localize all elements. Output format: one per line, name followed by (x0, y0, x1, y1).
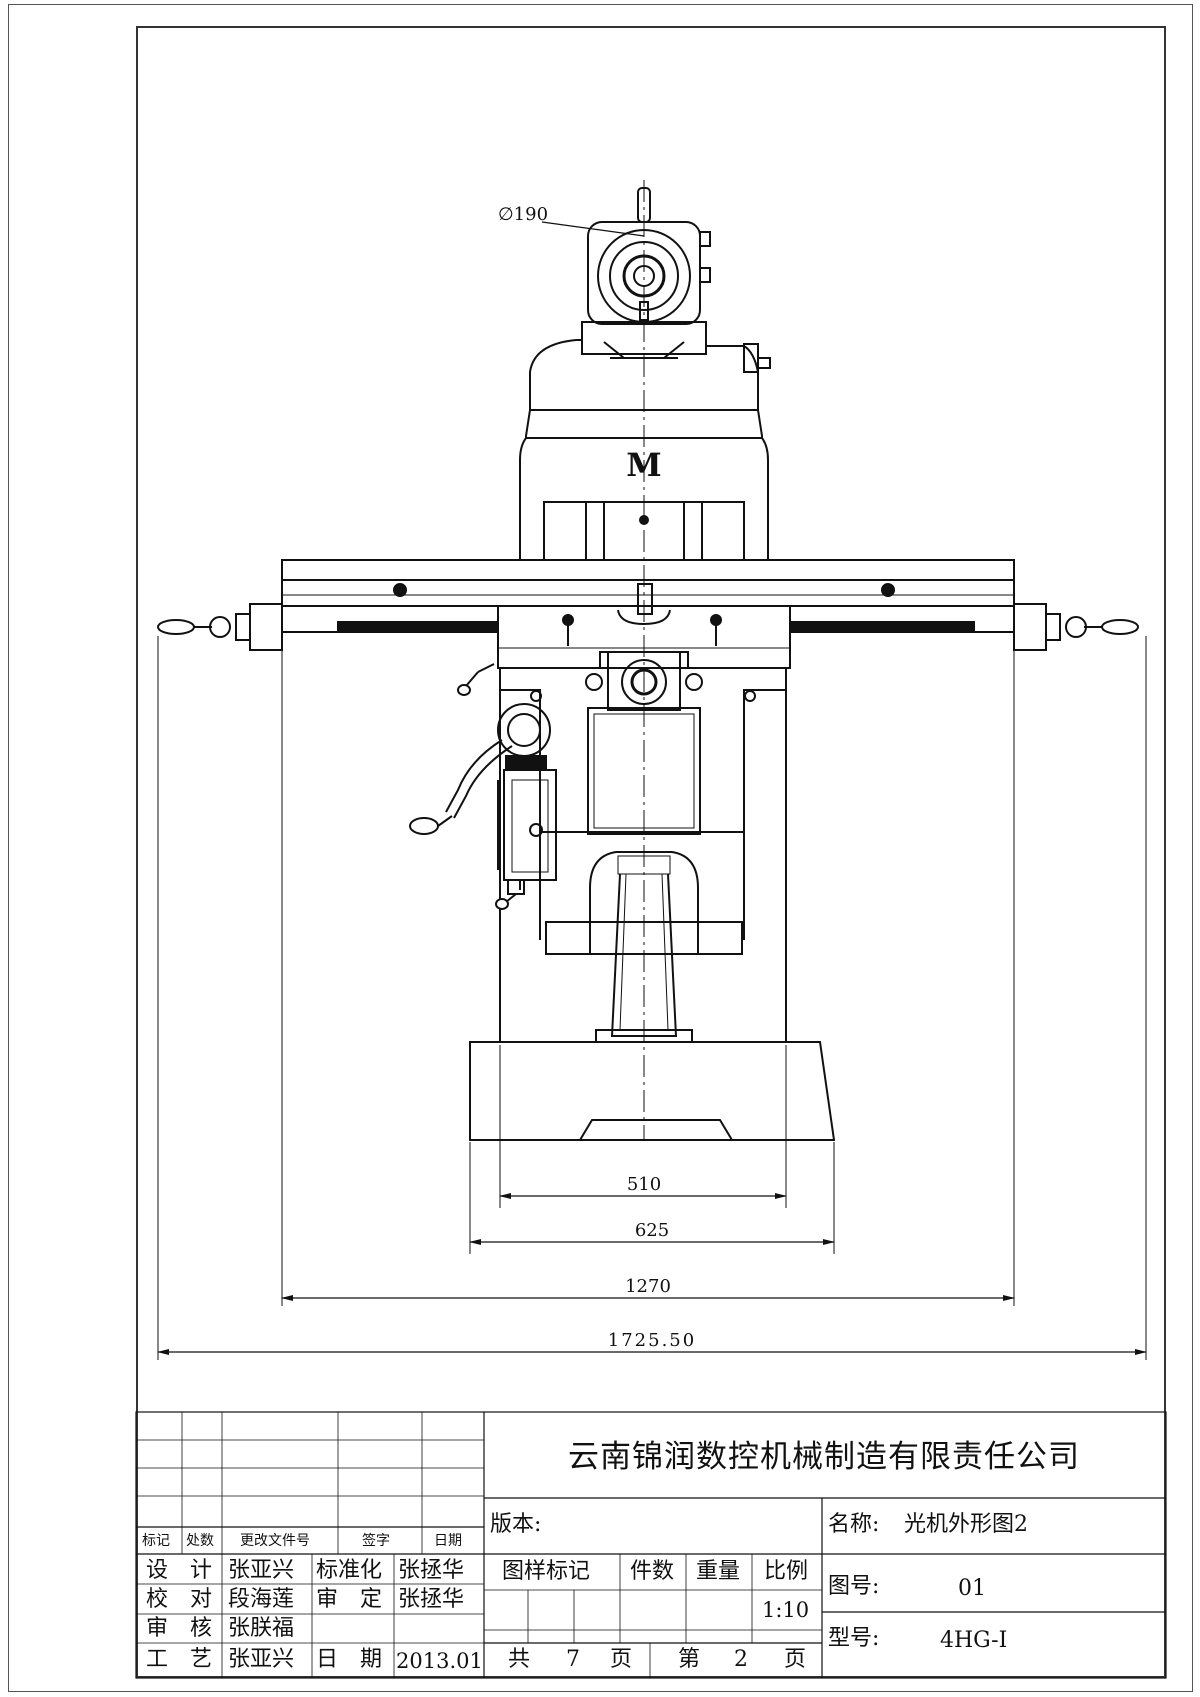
ram (525, 339, 771, 439)
dim-1270: 1270 (625, 1276, 671, 1297)
model-value: 4HG-I (940, 1628, 1008, 1653)
page-unit-2: 页 (784, 1647, 807, 1672)
rev-header-count: 处数 (186, 1533, 214, 1549)
version-label: 版本: (490, 1512, 542, 1537)
diameter-leader (541, 221, 645, 237)
right-handwheel (1013, 603, 1139, 651)
value-date: 2013.01 (396, 1649, 483, 1673)
outer-border (8, 4, 1193, 1692)
spindle-head (581, 187, 711, 359)
total-pages: 7 (566, 1647, 580, 1672)
header-scale: 比例 (764, 1559, 809, 1584)
rev-header-mark: 标记 (142, 1533, 170, 1549)
left-handwheel (157, 603, 283, 651)
scale-value: 1:10 (762, 1598, 810, 1622)
role-date: 日 期 (316, 1647, 383, 1672)
dimension-lines (157, 1193, 1147, 1355)
name-design: 张亚兴 (228, 1558, 295, 1583)
title-block-grid (135, 1411, 1167, 1679)
company-name: 云南锦润数控机械制造有限责任公司 (568, 1439, 1080, 1475)
dim-diameter: ∅190 (498, 204, 548, 225)
extension-lines (157, 635, 1147, 1360)
knee (499, 651, 787, 835)
name-approve: 张拯华 (398, 1587, 465, 1612)
current-label: 第 (678, 1647, 701, 1672)
dim-510: 510 (627, 1174, 661, 1195)
name-process: 张亚兴 (228, 1647, 295, 1672)
name-review: 张朕福 (228, 1616, 295, 1641)
saddle (497, 605, 791, 669)
role-check: 校 对 (146, 1587, 213, 1612)
header-quantity: 件数 (630, 1559, 675, 1584)
role-process: 工 艺 (146, 1647, 213, 1672)
model-label: 型号: (828, 1626, 880, 1651)
rev-header-sign: 签字 (362, 1533, 390, 1549)
logo-mark: M (626, 446, 661, 484)
header-weight: 重量 (696, 1559, 741, 1584)
knee-crank (409, 703, 557, 910)
drawing-no-value: 01 (958, 1576, 986, 1601)
name-value: 光机外形图2 (904, 1512, 1028, 1537)
inner-border (136, 26, 1166, 1678)
role-standard: 标准化 (316, 1558, 383, 1583)
dim-625: 625 (635, 1220, 669, 1241)
drawing-no-label: 图号: (828, 1574, 880, 1599)
role-approve: 审 定 (316, 1587, 383, 1612)
page-unit: 页 (610, 1647, 633, 1672)
rev-header-date: 日期 (434, 1533, 462, 1549)
role-review: 审 核 (146, 1616, 213, 1641)
current-page: 2 (734, 1647, 748, 1672)
work-table (281, 559, 1015, 633)
name-standard: 张拯华 (398, 1558, 465, 1583)
name-check: 段海莲 (228, 1587, 295, 1612)
column-lower (469, 690, 836, 1141)
name-label: 名称: (828, 1512, 880, 1537)
role-design: 设 计 (146, 1558, 213, 1583)
dim-1725: 1725.50 (608, 1330, 696, 1351)
rev-header-docno: 更改文件号 (240, 1533, 310, 1549)
header-sample-mark: 图样标记 (502, 1559, 591, 1584)
total-label: 共 (508, 1647, 531, 1672)
saddle-lock-lever (457, 663, 495, 696)
